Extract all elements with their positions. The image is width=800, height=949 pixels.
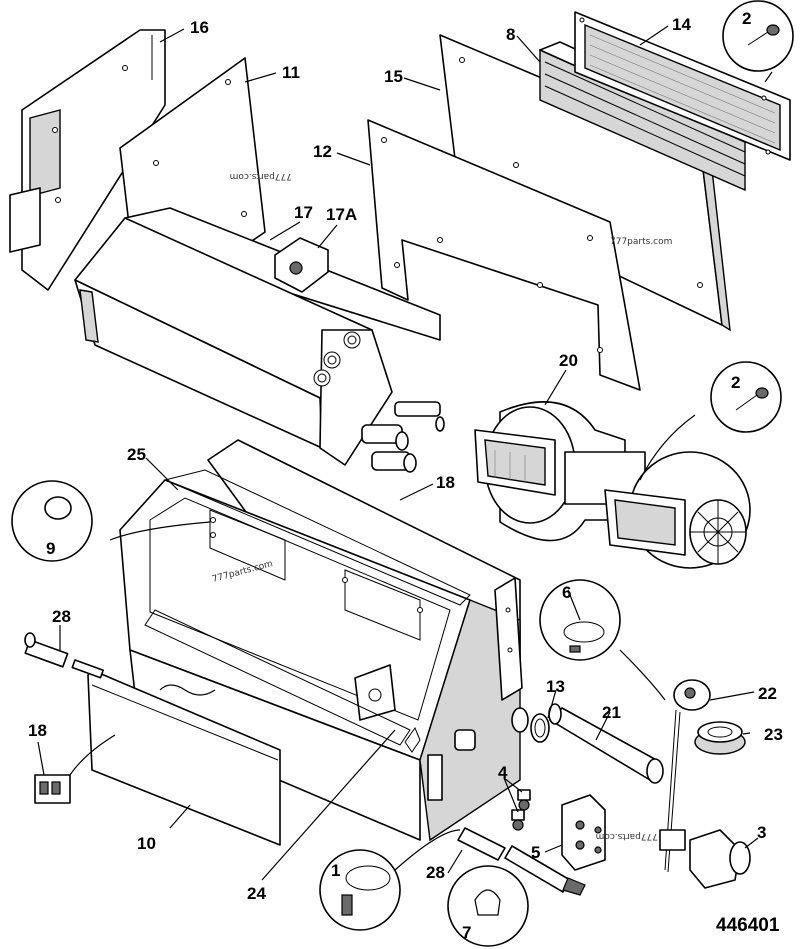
callout-20: 20 xyxy=(559,351,578,370)
grille-14 xyxy=(574,11,791,161)
callout-8: 8 xyxy=(506,25,515,44)
callout-13: 13 xyxy=(546,677,565,696)
callout-4: 4 xyxy=(498,763,508,782)
callout-9: 9 xyxy=(46,539,55,558)
water-tap-3 xyxy=(659,829,751,889)
plate-12 xyxy=(367,119,641,391)
watermark-1: 777parts.com xyxy=(230,171,292,181)
callout-2-top: 2 xyxy=(742,9,751,28)
detail-circle-tie-1 xyxy=(319,849,401,931)
pipe-28-upper xyxy=(24,632,104,679)
pipe-28-lower xyxy=(457,827,586,896)
callout-24: 24 xyxy=(247,884,266,903)
callout-17: 17 xyxy=(294,203,313,222)
control-valve-22 xyxy=(664,679,711,873)
valve-block-5 xyxy=(561,794,606,871)
detail-circle-screw-top xyxy=(722,0,794,72)
seal-25 xyxy=(144,469,471,753)
callout-10: 10 xyxy=(137,834,156,853)
callout-6: 6 xyxy=(562,583,571,602)
callout-16: 16 xyxy=(190,18,209,37)
screws-4 xyxy=(511,789,531,831)
callout-17a: 17A xyxy=(326,205,357,224)
callout-23: 23 xyxy=(764,725,783,744)
detail-circle-screw-mid xyxy=(710,361,782,433)
callout-28-lower: 28 xyxy=(426,863,445,882)
heater-box-18 xyxy=(119,439,529,842)
watermark-2: 777parts.com xyxy=(610,237,672,247)
leader-lines xyxy=(37,25,773,881)
callout-7: 7 xyxy=(462,923,471,942)
callout-14: 14 xyxy=(672,15,691,34)
callout-1: 1 xyxy=(331,861,340,880)
callout-22: 22 xyxy=(758,684,777,703)
hose-21 xyxy=(548,703,664,784)
callout-18-harness: 18 xyxy=(28,721,47,740)
detail-circle-grommet xyxy=(11,480,93,562)
callout-18-box: 18 xyxy=(436,473,455,492)
callout-2-mid: 2 xyxy=(731,373,740,392)
cap-23 xyxy=(694,721,746,755)
callout-12: 12 xyxy=(313,142,332,161)
callout-25: 25 xyxy=(127,445,146,464)
callout-3: 3 xyxy=(757,823,766,842)
wiring-harness-18 xyxy=(34,684,216,804)
clamp-13 xyxy=(530,713,550,743)
heater-core-17 xyxy=(74,207,445,473)
blower-assembly-20 xyxy=(474,401,751,569)
callout-5: 5 xyxy=(531,843,540,862)
callout-28-upper: 28 xyxy=(52,607,71,626)
panel-16 xyxy=(9,29,166,291)
detail-circle-clip-7 xyxy=(447,865,529,947)
figure-reference-number: 446401 xyxy=(716,915,780,936)
callout-21: 21 xyxy=(602,703,621,722)
callout-11: 11 xyxy=(282,63,300,82)
callout-labels: 16 11 15 8 14 2 12 17 17A 2 20 25 18 9 2… xyxy=(28,9,783,942)
callout-15: 15 xyxy=(384,67,403,86)
watermark-4: 777parts.com xyxy=(596,831,658,841)
